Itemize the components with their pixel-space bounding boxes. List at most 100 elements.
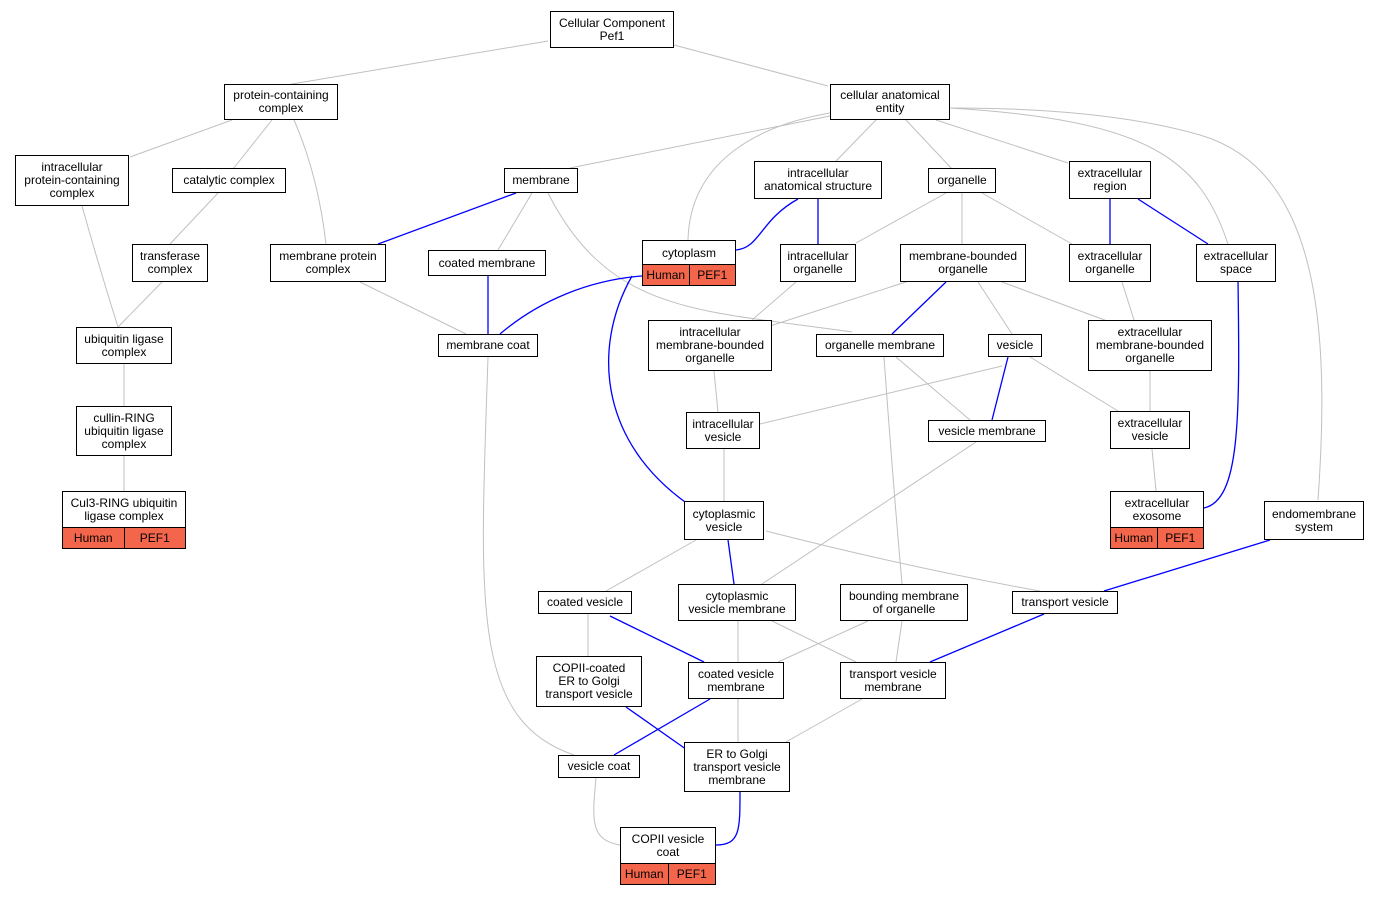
node-membrane-protein-complex[interactable]: membrane protein complex (270, 244, 386, 282)
annotation-row: Human PEF1 (1111, 527, 1203, 548)
node-coated-vesicle[interactable]: coated vesicle (538, 591, 632, 614)
edge-part-of (991, 356, 1009, 421)
edge-is-a (497, 192, 533, 251)
edge-is-a (129, 119, 233, 158)
node-extracellular-organelle[interactable]: extracellular organelle (1069, 244, 1151, 282)
node-coated-vesicle-membrane[interactable]: coated vesicle membrane (688, 662, 784, 699)
edge-is-a (771, 620, 857, 663)
edge-is-a (949, 107, 1229, 245)
edge-is-a (777, 620, 869, 663)
edge-is-a (117, 281, 163, 328)
node-extracellular-exosome[interactable]: extracellular exosome Human PEF1 (1110, 491, 1204, 549)
edge-part-of (727, 539, 735, 585)
edge-is-a (835, 119, 877, 162)
node-membrane[interactable]: membrane (504, 168, 578, 193)
edge-is-a (687, 112, 831, 241)
node-intracellular-membrane-bounded-organelle[interactable]: intracellular membrane-bounded organelle (648, 320, 772, 371)
edge-is-a (569, 115, 831, 169)
annotation-gene: PEF1 (667, 864, 716, 884)
node-intracellular-anatomical-structure[interactable]: intracellular anatomical structure (754, 161, 882, 199)
annotation-row: Human PEF1 (621, 863, 715, 884)
edge-is-a (883, 356, 903, 585)
node-intracellular-organelle[interactable]: intracellular organelle (780, 244, 856, 282)
node-ubiquitin-ligase-complex[interactable]: ubiquitin ligase complex (76, 327, 172, 364)
edge-part-of (891, 281, 947, 335)
node-endomembrane-system[interactable]: endomembrane system (1264, 501, 1364, 540)
node-intracellular-protein-containing-complex[interactable]: intracellular protein-containing complex (15, 155, 129, 206)
node-organelle-membrane[interactable]: organelle membrane (816, 334, 944, 357)
annotation-species: Human (1114, 531, 1154, 545)
node-organelle[interactable]: organelle (928, 168, 996, 193)
edge-is-a (981, 192, 1073, 245)
edge-part-of (499, 275, 643, 335)
node-transport-vesicle-membrane[interactable]: transport vesicle membrane (840, 662, 946, 699)
edge-part-of (929, 613, 1045, 663)
node-membrane-bounded-organelle[interactable]: membrane-bounded organelle (900, 244, 1026, 282)
node-extracellular-vesicle[interactable]: extracellular vesicle (1110, 411, 1190, 449)
edge-is-a (769, 279, 913, 327)
annotation-species: Human (73, 531, 113, 545)
node-bounding-membrane-of-organelle[interactable]: bounding membrane of organelle (840, 584, 968, 621)
edge-part-of (1203, 279, 1240, 509)
edge-is-a (895, 356, 971, 421)
node-protein-containing-complex[interactable]: protein-containing complex (224, 84, 338, 120)
node-copii-coated-er-to-golgi-transport-vesicle[interactable]: COPII-coated ER to Golgi transport vesic… (536, 656, 642, 707)
edge-part-of (613, 698, 711, 756)
node-extracellular-region[interactable]: extracellular region (1069, 161, 1151, 199)
edge-part-of (608, 275, 701, 513)
edge-is-a (547, 192, 853, 333)
edge-is-a (482, 356, 575, 756)
annotation-gene: PEF1 (123, 528, 186, 548)
edge-is-a (1029, 356, 1119, 412)
node-copii-vesicle-coat[interactable]: COPII vesicle coat Human PEF1 (620, 827, 716, 885)
node-vesicle[interactable]: vesicle (988, 334, 1042, 357)
edge-is-a (605, 539, 697, 592)
annotation-row: Human PEF1 (63, 527, 185, 548)
node-extracellular-exosome-label: extracellular exosome (1124, 496, 1190, 523)
node-cul3-ring-ubiquitin-ligase-complex[interactable]: Cul3-RING ubiquitin ligase complex Human… (62, 491, 186, 549)
edge-is-a (855, 192, 947, 244)
edge-is-a (713, 370, 719, 413)
node-copii-vesicle-coat-label: COPII vesicle coat (631, 832, 705, 859)
node-cytoplasmic-vesicle-membrane[interactable]: cytoplasmic vesicle membrane (678, 584, 796, 621)
node-vesicle-membrane[interactable]: vesicle membrane (928, 420, 1046, 442)
node-transferase-complex[interactable]: transferase complex (132, 244, 208, 282)
edge-is-a (169, 192, 219, 245)
node-transport-vesicle[interactable]: transport vesicle (1012, 591, 1118, 614)
edge-part-of (377, 192, 517, 245)
edge-is-a (279, 40, 549, 87)
edge-is-a (895, 620, 903, 663)
annotation-gene: PEF1 (688, 265, 736, 285)
node-extracellular-space[interactable]: extracellular space (1196, 244, 1276, 282)
edge-is-a (1121, 281, 1135, 321)
annotation-row: Human PEF1 (643, 264, 735, 285)
edge-is-a (293, 119, 327, 245)
node-er-to-golgi-transport-vesicle-membrane[interactable]: ER to Golgi transport vesicle membrane (684, 742, 790, 792)
node-cellular-anatomical-entity[interactable]: cellular anatomical entity (830, 84, 950, 120)
node-extracellular-membrane-bounded-organelle[interactable]: extracellular membrane-bounded organelle (1088, 320, 1212, 371)
edge-is-a (1151, 448, 1157, 492)
node-cellular-component-pef1[interactable]: Cellular Component Pef1 (550, 11, 674, 48)
node-membrane-coat[interactable]: membrane coat (438, 334, 538, 357)
edge-is-a (905, 119, 953, 170)
node-catalytic-complex[interactable]: catalytic complex (172, 168, 286, 193)
edge-is-a (951, 107, 1323, 501)
edge-part-of (735, 198, 799, 251)
node-coated-membrane[interactable]: coated membrane (428, 250, 546, 276)
node-vesicle-coat[interactable]: vesicle coat (558, 755, 640, 778)
node-cytoplasm-label: cytoplasm (661, 245, 717, 260)
node-intracellular-vesicle[interactable]: intracellular vesicle (686, 412, 760, 449)
edge-part-of (609, 615, 705, 663)
edge-is-a (751, 281, 797, 321)
edge-is-a (81, 205, 119, 328)
edge-part-of (715, 791, 741, 846)
edge-is-a (232, 119, 273, 170)
annotation-species: Human (624, 867, 664, 881)
node-cytoplasmic-vesicle[interactable]: cytoplasmic vesicle (684, 501, 764, 540)
node-cullin-ring-ubiquitin-ligase-complex[interactable]: cullin-RING ubiquitin ligase complex (76, 406, 172, 456)
annotation-species: Human (646, 268, 686, 282)
node-cytoplasm[interactable]: cytoplasm Human PEF1 (642, 240, 736, 286)
edge-is-a (1001, 281, 1111, 323)
